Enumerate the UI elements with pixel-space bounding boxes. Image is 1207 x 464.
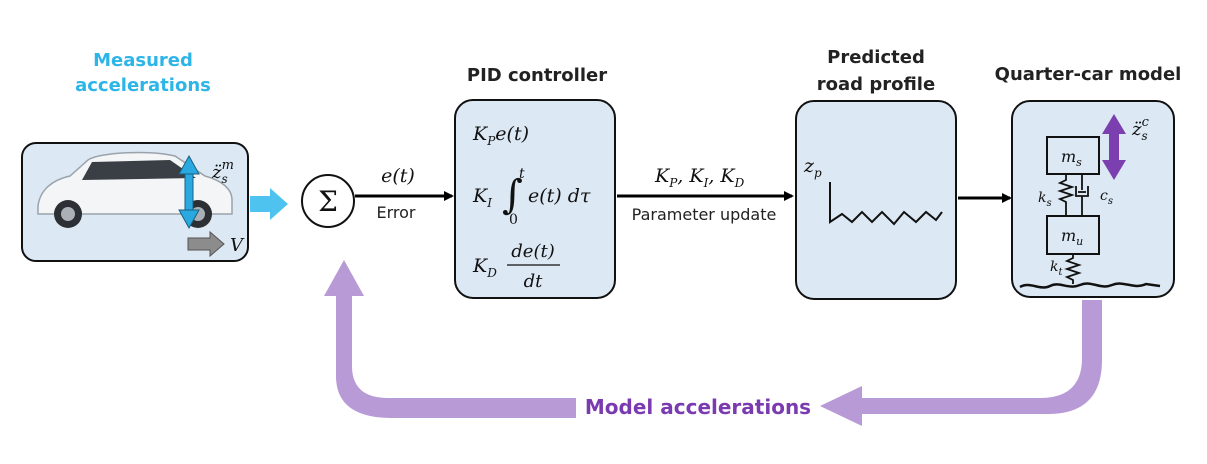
ki-label: KI [472,185,492,210]
road-profile-curve [829,182,943,226]
kd-label: KD [472,255,497,280]
cs-label: cs [1100,188,1113,207]
mu-label: mu [1061,226,1083,248]
kt-label: kt [1050,259,1063,278]
quarter-car-road [1019,282,1161,289]
road-title-line1: Predicted [827,47,925,68]
kd-denominator: dt [524,271,544,292]
input-arrow [250,188,288,220]
kp-term: KPe(t) [472,123,529,148]
error-symbol: e(t) [381,165,415,187]
measured-acceleration-arrow [178,154,200,230]
pid-gains-label: KP, KI, KD [654,165,745,190]
error-label: Error [377,203,416,222]
integral-lower: 0 [509,212,518,228]
kd-numerator: de(t) [511,241,554,262]
model-accelerations-label: Model accelerations [585,395,811,419]
ms-label: ms [1061,147,1082,169]
feedback-arrow-left [324,260,576,418]
integral-sign: ∫ [502,172,523,218]
sigma-symbol: Σ [318,185,338,218]
zs-m-label: z̈sm [211,158,234,186]
feedback-arrow-right [820,300,1102,426]
velocity-arrow [187,230,225,258]
integral-upper: t [519,166,525,182]
quarter-car-box [1011,100,1175,298]
zs-c-label: z̈sc [1131,115,1150,143]
ki-term: e(t) dτ [528,185,591,207]
ks-label: ks [1038,190,1052,209]
pid-title: PID controller [467,65,607,86]
road-profile-box [795,100,957,300]
quarter-car-title: Quarter-car model [995,64,1182,85]
sprung-mass [1046,136,1100,175]
suspension-spring [1057,174,1075,216]
summing-junction [301,174,355,228]
pid-box [454,99,616,299]
measured-title-line1: Measured [93,50,193,71]
road-title-line2: road profile [817,74,935,95]
measured-title-line2: accelerations [75,75,211,96]
velocity-label: V [230,235,245,256]
zp-label: zp [803,155,822,180]
parameter-update-label: Parameter update [632,205,777,224]
tire-spring [1064,254,1082,284]
model-acceleration-arrow [1102,114,1126,180]
damper [1075,174,1089,216]
